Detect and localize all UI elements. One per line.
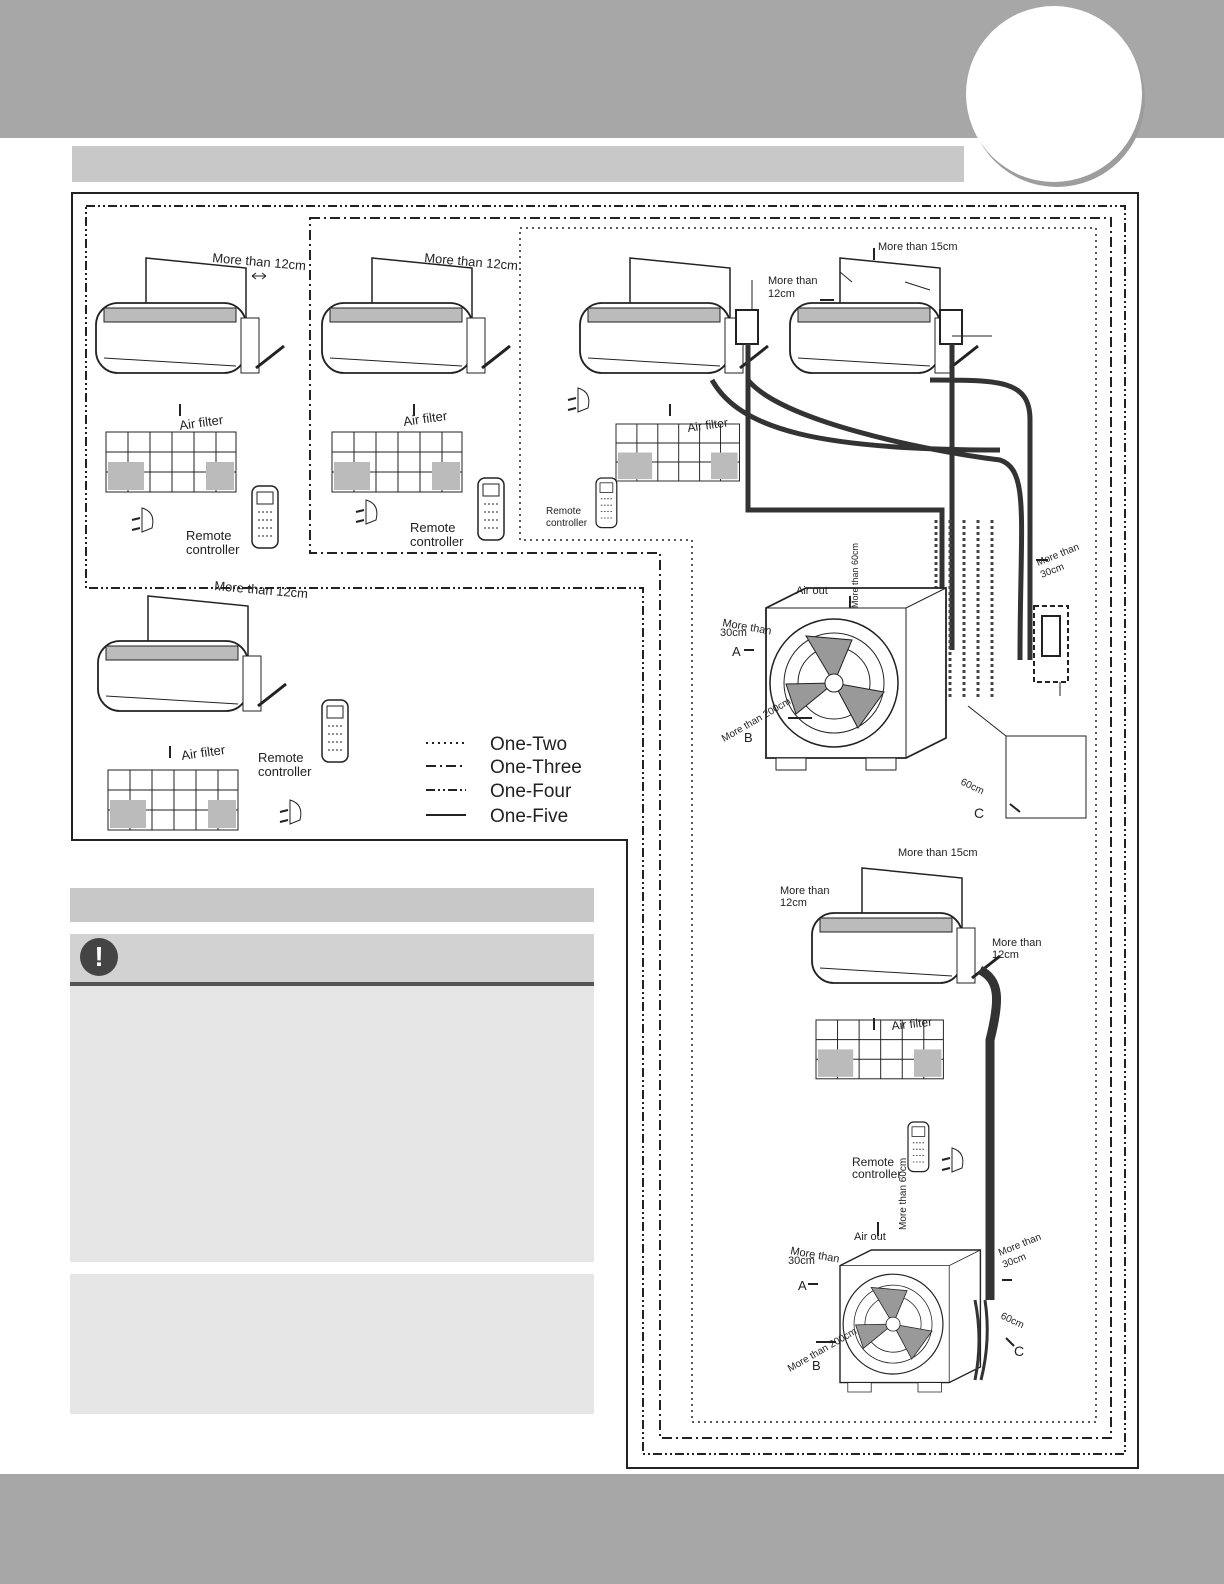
diagram-label: 12cm [780, 897, 807, 909]
outdoor-unit-2 [839, 1249, 982, 1393]
switch-box-2 [939, 309, 963, 345]
diagram-label: controller [852, 1167, 901, 1181]
diagram-label: More than [768, 275, 818, 287]
remote-controller-2 [477, 477, 505, 541]
one-five-border [71, 192, 1139, 1469]
indoor-unit-2 [320, 256, 512, 375]
air-filter-3 [107, 769, 239, 831]
legend-one-two: One-Two [490, 734, 567, 755]
one-four-border [85, 205, 1126, 1455]
diagram-label: Remote [258, 750, 304, 765]
outdoor-unit-1 [765, 587, 947, 771]
diagram-label: C [974, 805, 984, 821]
legend-one-five: One-Five [490, 806, 568, 827]
diagram-label: 30cm [720, 627, 747, 639]
air-filter-2 [331, 431, 463, 493]
switch-box-1 [735, 309, 759, 345]
holder-1 [131, 507, 154, 533]
legend-one-four: One-Four [490, 781, 572, 802]
diagram-label: controller [546, 518, 588, 529]
indoor-unit-6 [810, 866, 1002, 985]
diagram-label: 12cm [992, 949, 1019, 961]
legend-one-three: One-Three [490, 757, 582, 778]
caution-header: ! [70, 934, 594, 986]
diagram-label: Remote [546, 506, 581, 517]
holder-2 [355, 499, 378, 525]
section-title-strip [72, 146, 964, 182]
diagram-label: Remote [186, 528, 232, 543]
diagram-label: Air filter [402, 408, 448, 429]
holder-6 [941, 1147, 964, 1173]
diagram-label: controller [410, 534, 464, 549]
note-text-panel [70, 1274, 594, 1414]
legend: One-Two One-Three One-Four One-Five [426, 734, 582, 827]
section-header-bar [70, 888, 594, 922]
caution-text-panel [70, 986, 594, 1262]
one-three-border [309, 217, 1112, 1439]
air-filter-4 [615, 423, 740, 482]
diagram-label: More than [992, 937, 1042, 949]
diagram-label: Air filter [178, 412, 224, 433]
diagram-label: B [812, 1358, 821, 1373]
diagram-label: A [732, 644, 741, 659]
diagram-label: Air filter [180, 742, 226, 763]
diagram-label: Remote [852, 1155, 894, 1169]
diagram-label: B [744, 730, 753, 745]
diagram-label: More than 12cm [214, 578, 309, 601]
diagram-label: C [1014, 1343, 1024, 1359]
bottom-banner [0, 1474, 1224, 1584]
diagram-label: controller [186, 542, 240, 557]
diagram-label: More than 15cm [878, 241, 957, 253]
breaker-frame [1033, 605, 1069, 683]
one-two-border [519, 227, 1097, 1423]
diagram-label: More than 60cm [898, 1158, 909, 1230]
diagram-label: controller [258, 764, 312, 779]
diagram-label: 12cm [768, 288, 795, 300]
diagram-label: 30cm [788, 1255, 815, 1267]
remote-controller-4 [595, 477, 618, 529]
remote-controller-6 [907, 1121, 930, 1173]
indoor-unit-1 [94, 256, 286, 375]
diagram-label: More than 15cm [898, 847, 977, 859]
indoor-unit-3 [96, 594, 288, 713]
holder-3 [279, 799, 302, 825]
diagram-label: More than [780, 885, 830, 897]
callout-box [1005, 735, 1087, 819]
holder-4 [567, 387, 590, 413]
diagram-label: Air filter [891, 1015, 933, 1033]
remote-controller-3 [321, 699, 349, 763]
diagram-label: A [798, 1278, 807, 1293]
page-number-circle [966, 6, 1142, 182]
diagram-label: 60cm [959, 777, 986, 797]
exclamation-icon: ! [80, 938, 118, 976]
breaker-switch [1041, 615, 1061, 657]
diagram-label: Remote [410, 520, 456, 535]
air-filter-1 [105, 431, 237, 493]
remote-controller-1 [251, 485, 279, 549]
diagram-label: Air out [854, 1231, 886, 1243]
diagram-label: 60cm [999, 1311, 1026, 1331]
diagram-label: Air filter [686, 415, 728, 435]
diagram-label: Air out [796, 585, 828, 597]
diagram-label: More than 60cm [850, 543, 860, 608]
